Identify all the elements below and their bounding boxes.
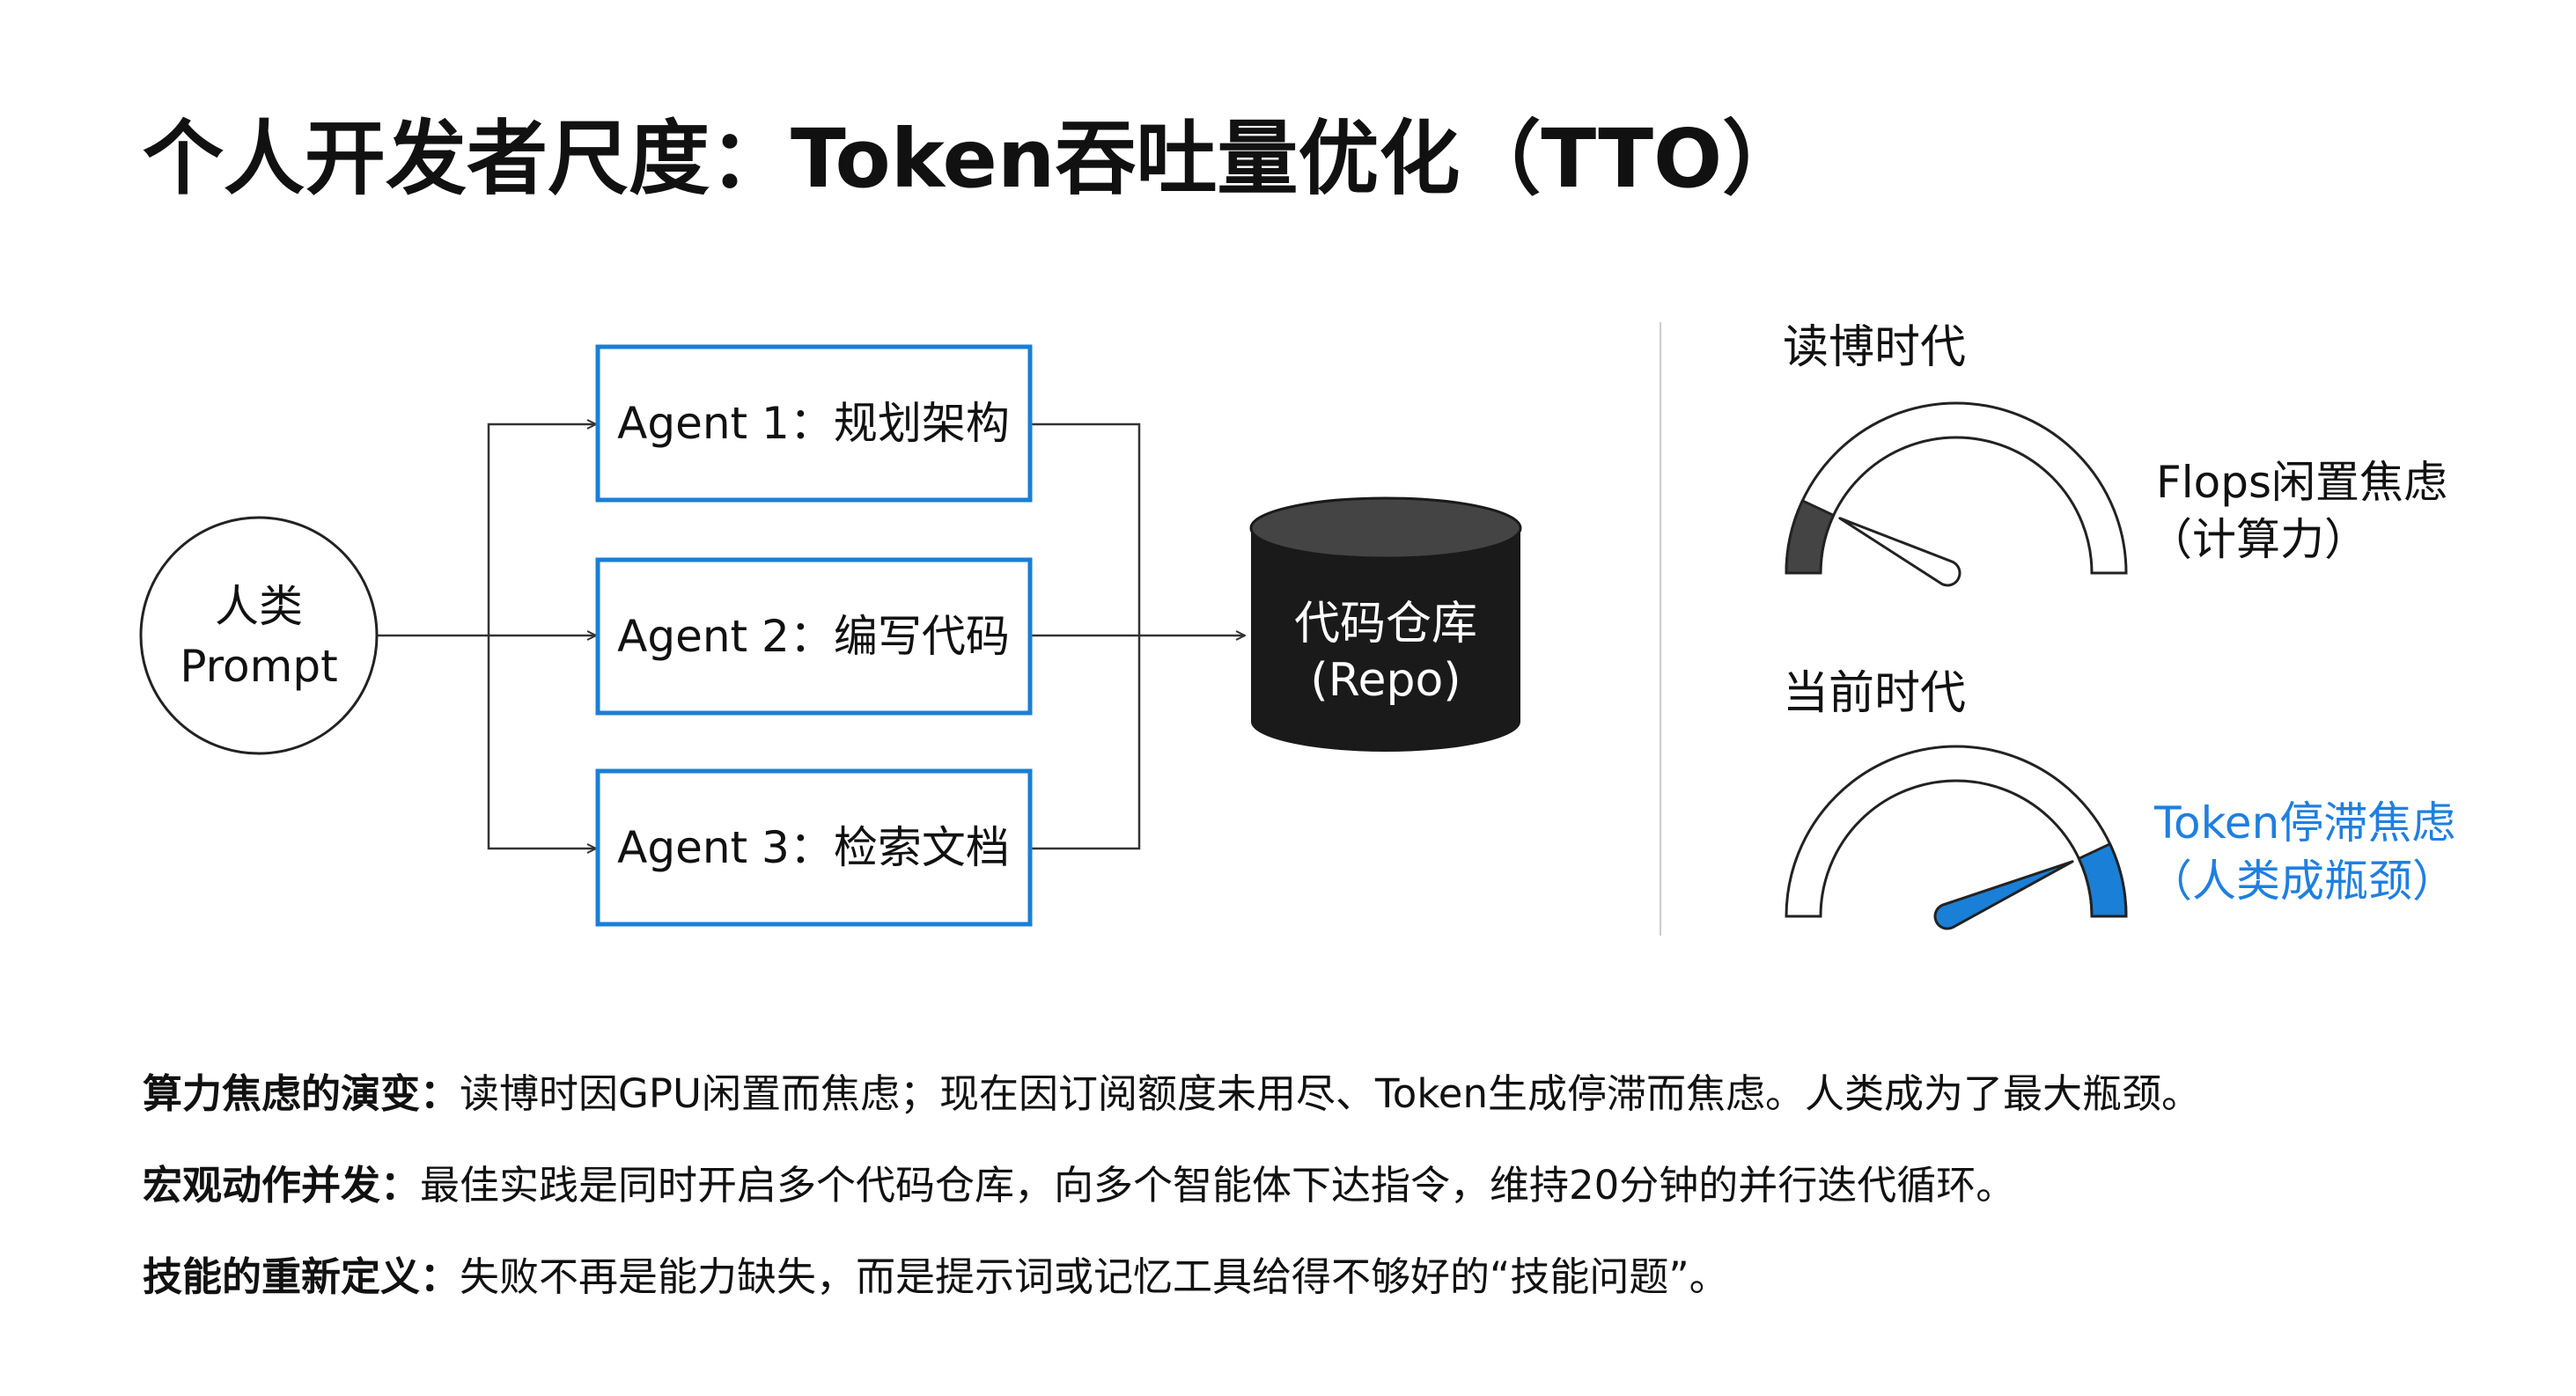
bullet-2-head: 宏观动作并发： (143, 1162, 420, 1209)
gauge-needle (1933, 860, 2074, 930)
bullet-1-head: 算力焦虑的演变： (143, 1070, 460, 1117)
gauge-token (1785, 745, 2128, 930)
agent-box-1: Agent 1：规划架构 (595, 344, 1033, 503)
bullet-1-body: 读博时因GPU闲置而焦虑；现在因订阅额度未用尽、Token生成停滞而焦虑。人类成… (460, 1070, 2201, 1117)
repo-label: 代码仓库 (1294, 598, 1477, 650)
arrow-to-agent-3 (487, 636, 596, 849)
gauge-flops-label: Flops闲置焦虑 (2156, 457, 2447, 508)
prompt-label: Prompt (180, 641, 337, 692)
repo-sublabel: (Repo) (1310, 654, 1461, 707)
gauge-token-sublabel: （人类成瓶颈） (2148, 856, 2456, 907)
agent-1-label: Agent 1：规划架构 (617, 398, 1010, 449)
bullet-2: 宏观动作并发：最佳实践是同时开启多个代码仓库，向多个智能体下达指令，维持20分钟… (143, 1162, 2015, 1209)
bullet-3: 技能的重新定义：失败不再是能力缺失，而是提示词或记忆工具给得不够好的“技能问题”… (143, 1253, 1729, 1300)
agent-3-label: Agent 3：检索文档 (617, 822, 1010, 873)
gauge-track (1785, 401, 2128, 575)
human-label: 人类 (215, 581, 303, 632)
connectors (378, 424, 1245, 849)
era-label-current: 当前时代 (1783, 667, 1966, 720)
agent-box-2: Agent 2：编写代码 (595, 557, 1033, 716)
gauge-flops (1785, 401, 2128, 587)
gauge-flops-sublabel: （计算力） (2148, 514, 2368, 565)
era-label-phd: 读博时代 (1783, 321, 1966, 374)
agent-box-3: Agent 3：检索文档 (595, 768, 1033, 927)
gauge-highlight-segment (1785, 498, 1836, 575)
repo-cylinder: 代码仓库 (Repo) (1249, 496, 1522, 752)
bullet-3-head: 技能的重新定义： (143, 1253, 460, 1300)
agent-2-label: Agent 2：编写代码 (617, 611, 1010, 662)
gauge-track (1785, 745, 2128, 918)
bullet-3-body: 失败不再是能力缺失，而是提示词或记忆工具给得不够好的“技能问题”。 (460, 1253, 1729, 1300)
gauge-needle (1838, 517, 1961, 587)
arrow-to-agent-1 (487, 424, 596, 636)
human-prompt-node: 人类 Prompt (139, 516, 379, 755)
gauge-highlight-segment (2077, 841, 2128, 918)
gauge-token-label: Token停滞焦虑 (2153, 797, 2455, 849)
bullet-2-body: 最佳实践是同时开启多个代码仓库，向多个智能体下达指令，维持20分钟的并行迭代循环… (420, 1162, 2015, 1209)
bullet-1: 算力焦虑的演变：读博时因GPU闲置而焦虑；现在因订阅额度未用尽、Token生成停… (143, 1070, 2201, 1117)
page-title: 个人开发者尺度：Token吞吐量优化（TTO） (143, 112, 1803, 206)
